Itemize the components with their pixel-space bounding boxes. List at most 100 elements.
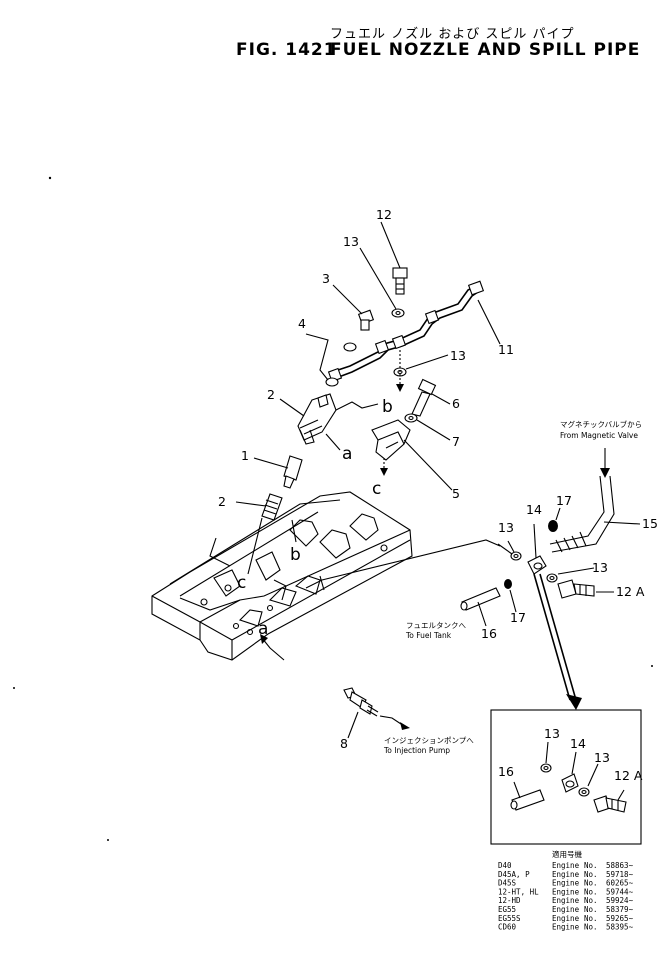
seal-17-upper xyxy=(548,507,561,532)
washer-13-return-right xyxy=(546,567,595,583)
applicability-model: 12-HT, HL xyxy=(498,887,539,896)
callout-17-lower: 17 xyxy=(510,610,526,625)
washer-13-return-left xyxy=(497,540,522,561)
washer-7 xyxy=(404,413,451,441)
applicability-label: Engine xyxy=(552,905,580,914)
ref-letter-a-nozzle: a xyxy=(342,444,352,464)
applicability-serial: 59744~ xyxy=(606,887,634,896)
caption-magnetic-valve-jp: マグネチックバルブから xyxy=(560,419,642,429)
applicability-model: D45A, P xyxy=(498,870,530,879)
inset-callout-13-left: 13 xyxy=(544,726,560,741)
nozzle-clamp-5 xyxy=(335,401,453,491)
applicability-no: No. xyxy=(584,861,598,870)
applicability-serial: 60265~ xyxy=(606,879,634,888)
nozzle-holder-2 xyxy=(279,393,341,451)
inset-hose-16 xyxy=(510,781,545,811)
applicability-serial: 58395~ xyxy=(606,923,634,932)
callout-7: 7 xyxy=(452,434,460,449)
caption-fuel-tank-jp: フュエルタンクへ xyxy=(406,621,466,630)
cylinder-head xyxy=(151,491,501,661)
applicability-label: Engine xyxy=(552,870,580,879)
applicability-no: No. xyxy=(584,905,598,914)
callout-2-lower: 2 xyxy=(218,494,226,509)
callout-6: 6 xyxy=(452,396,460,411)
ref-letter-c-head: c xyxy=(237,573,246,593)
applicability-label: Engine xyxy=(552,923,580,932)
title-english: FUEL NOZZLE AND SPILL PIPE xyxy=(330,40,640,60)
washer-4 xyxy=(305,333,357,387)
applicability-serial: 59924~ xyxy=(606,896,634,905)
callout-3: 3 xyxy=(322,271,330,286)
applicability-label: Engine xyxy=(552,914,580,923)
callout-8: 8 xyxy=(340,736,348,751)
applicability-model: EG55 xyxy=(498,905,516,914)
bolt-3 xyxy=(332,284,375,331)
hose-15 xyxy=(549,448,641,553)
caption-magnetic-valve-en: From Magnetic Valve xyxy=(560,431,638,440)
callout-14: 14 xyxy=(526,502,542,517)
applicability-header: 適用号機 xyxy=(552,849,582,859)
applicability-label: Engine xyxy=(552,887,580,896)
applicability-label: Engine xyxy=(552,896,580,905)
washer-13-lower xyxy=(393,350,449,392)
inset-callout-12A: 12 A xyxy=(614,768,643,783)
callout-2-upper: 2 xyxy=(267,387,275,402)
caption-injection-pump-en: To Injection Pump xyxy=(383,746,450,755)
applicability-label: Engine xyxy=(552,861,580,870)
hose-16 xyxy=(460,587,501,627)
bolt-12 xyxy=(380,221,408,295)
caption-fuel-tank-en: To Fuel Tank xyxy=(405,631,452,640)
ref-letter-b-head: b xyxy=(290,545,301,565)
callout-11: 11 xyxy=(498,342,514,357)
bolt-6 xyxy=(411,378,451,417)
callout-15: 15 xyxy=(642,516,658,531)
callout-17-upper: 17 xyxy=(556,493,572,508)
ref-letter-b-upper: b xyxy=(382,397,393,417)
bolt-12A xyxy=(557,579,614,599)
inset-callout-14: 14 xyxy=(570,736,586,751)
inset-fitting-14 xyxy=(561,751,579,793)
applicability-model: D40 xyxy=(498,861,512,870)
applicability-no: No. xyxy=(584,914,598,923)
washer-13-upper xyxy=(359,247,405,318)
callout-1: 1 xyxy=(241,448,249,463)
injection-tube-connector-8 xyxy=(343,687,410,739)
callout-4: 4 xyxy=(298,316,306,331)
nozzle-1 xyxy=(253,455,303,489)
callout-12: 12 xyxy=(376,207,392,222)
applicability-label: Engine xyxy=(552,879,580,888)
callout-12A: 12 A xyxy=(616,584,645,599)
inset-callout-13-right: 13 xyxy=(594,750,610,765)
applicability-no: No. xyxy=(584,879,598,888)
applicability-model: D45S xyxy=(498,879,517,888)
applicability-no: No. xyxy=(584,887,598,896)
inset-washer-13-left xyxy=(540,741,552,773)
title-japanese: フュエル ノズル および スピル パイプ xyxy=(330,26,575,42)
banjo-fitting-14 xyxy=(527,523,582,710)
applicability-serial: 59265~ xyxy=(606,914,634,923)
seal-17-lower xyxy=(504,579,517,613)
applicability-model: CD60 xyxy=(498,923,517,932)
applicability-no: No. xyxy=(584,923,598,932)
caption-injection-pump-jp: インジェクションポンプへ xyxy=(384,736,474,745)
applicability-no: No. xyxy=(584,896,598,905)
callout-13-upper: 13 xyxy=(343,234,359,249)
callout-13-mid: 13 xyxy=(450,348,466,363)
applicability-no: No. xyxy=(584,870,598,879)
figure-number: FIG. 1421 xyxy=(236,40,337,60)
applicability-model: 12-HD xyxy=(498,896,521,905)
callout-13-return-right: 13 xyxy=(592,560,608,575)
callout-13-return-left: 13 xyxy=(498,520,514,535)
inset-callout-16: 16 xyxy=(498,764,514,779)
callout-16: 16 xyxy=(481,626,497,641)
applicability-model: EG55S xyxy=(498,914,521,923)
applicability-serial: 58379~ xyxy=(606,905,634,914)
inset-washer-13-right xyxy=(578,763,599,797)
ref-letter-c-bracket: c xyxy=(372,479,381,499)
ref-letter-a-head: a xyxy=(258,619,268,639)
applicability-serial: 59718~ xyxy=(606,870,634,879)
inset-bolt-12A xyxy=(593,789,627,813)
inset-detail xyxy=(490,709,642,845)
